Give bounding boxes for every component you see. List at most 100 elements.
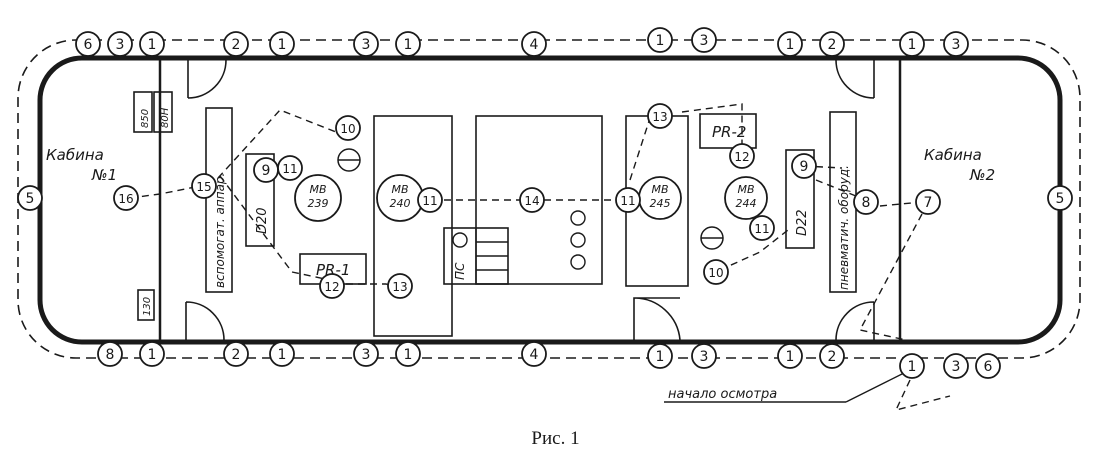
bottom-marker: 1 bbox=[269, 341, 295, 367]
figure-caption: Рис. 1 bbox=[531, 428, 580, 449]
inner-marker: 10 bbox=[335, 115, 361, 141]
inner-marker-label: 11 bbox=[754, 222, 769, 236]
inner-marker-label: 11 bbox=[620, 194, 635, 208]
equipment-blocks bbox=[133, 91, 857, 337]
inner-marker: 11 bbox=[749, 215, 775, 241]
inner-marker-label: 12 bbox=[324, 280, 339, 294]
side-marker: 5 bbox=[1047, 185, 1073, 211]
bottom-marker: 8 bbox=[97, 341, 123, 367]
mv-block-left bbox=[373, 115, 453, 337]
mv-units: МВ 239 МВ 240 МВ 245 МВ 244 bbox=[294, 174, 768, 222]
bottom-marker-label: 2 bbox=[828, 349, 837, 365]
top-marker: 1 bbox=[899, 31, 925, 57]
top-marker-label: 1 bbox=[786, 37, 795, 53]
block-130 bbox=[137, 289, 155, 321]
bottom-marker-label: 2 bbox=[232, 347, 241, 363]
bottom-marker-label: 1 bbox=[148, 347, 157, 363]
top-marker: 3 bbox=[691, 27, 717, 53]
cabin-2-title: Кабина bbox=[924, 146, 982, 164]
ps-label: ПС bbox=[453, 262, 467, 280]
inner-marker: 14 bbox=[519, 187, 545, 213]
inner-marker-label: 11 bbox=[282, 162, 297, 176]
mv-240: МВ 240 bbox=[376, 174, 424, 222]
top-marker-label: 2 bbox=[828, 37, 837, 53]
bottom-marker-label: 3 bbox=[952, 359, 961, 375]
top-marker-label: 3 bbox=[700, 33, 709, 49]
top-marker-label: 6 bbox=[84, 37, 93, 53]
inner-marker-label: 13 bbox=[392, 280, 407, 294]
inner-marker: 16 bbox=[113, 185, 139, 211]
inner-marker-label: 7 bbox=[924, 195, 933, 211]
top-marker-label: 1 bbox=[404, 37, 413, 53]
top-marker: 1 bbox=[777, 31, 803, 57]
bottom-marker: 1 bbox=[777, 343, 803, 369]
bottom-marker: 1 bbox=[395, 341, 421, 367]
top-marker: 3 bbox=[353, 31, 379, 57]
inner-marker: 8 bbox=[853, 189, 879, 215]
pr1-label: PR-1 bbox=[316, 261, 350, 279]
top-marker-label: 3 bbox=[952, 37, 961, 53]
bottom-marker-label: 1 bbox=[404, 347, 413, 363]
bottom-marker-label: 1 bbox=[908, 359, 917, 375]
bottom-marker: 1 bbox=[647, 343, 673, 369]
inner-marker-label: 15 bbox=[196, 180, 211, 194]
start-label-leader bbox=[845, 369, 911, 403]
inner-marker-label: 12 bbox=[734, 150, 749, 164]
top-marker-label: 1 bbox=[148, 37, 157, 53]
svg-text:МВ: МВ bbox=[737, 183, 754, 196]
d20-block bbox=[245, 153, 275, 247]
mv-245: МВ 245 bbox=[638, 176, 682, 220]
tank-symbols bbox=[337, 148, 724, 250]
inner-marker-label: 11 bbox=[422, 194, 437, 208]
side-marker: 5 bbox=[17, 185, 43, 211]
inner-marker: 9 bbox=[791, 153, 817, 179]
bottom-marker-label: 3 bbox=[362, 347, 371, 363]
bottom-marker: 3 bbox=[943, 353, 969, 379]
top-marker: 6 bbox=[75, 31, 101, 57]
top-marker-label: 1 bbox=[278, 37, 287, 53]
bottom-marker: 1 bbox=[139, 341, 165, 367]
top-marker-label: 1 bbox=[908, 37, 917, 53]
pr2-block bbox=[699, 113, 757, 149]
bottom-marker: 2 bbox=[819, 343, 845, 369]
d20-label: D20 bbox=[255, 207, 270, 234]
svg-text:244: 244 bbox=[736, 197, 757, 210]
bottom-marker: 1 bbox=[899, 353, 925, 379]
aux-apparatus-label: вспомогат. аппар. bbox=[213, 173, 227, 288]
side-marker-label: 5 bbox=[1056, 191, 1065, 207]
inner-marker-label: 8 bbox=[862, 195, 871, 211]
top-marker: 4 bbox=[521, 31, 547, 57]
mv-239: МВ 239 bbox=[294, 174, 342, 222]
top-marker-label: 2 bbox=[232, 37, 241, 53]
inner-marker: 11 bbox=[615, 187, 641, 213]
top-marker-label: 1 bbox=[656, 33, 665, 49]
inner-marker-label: 9 bbox=[262, 163, 271, 179]
inner-marker: 15 bbox=[191, 173, 217, 199]
cabin-1-title: Кабина bbox=[46, 146, 104, 164]
bottom-marker: 2 bbox=[223, 341, 249, 367]
d22-block bbox=[785, 149, 815, 249]
svg-text:245: 245 bbox=[650, 197, 671, 210]
aux-apparatus-block bbox=[205, 107, 233, 293]
bottom-marker: 3 bbox=[691, 343, 717, 369]
bottom-marker-label: 1 bbox=[278, 347, 287, 363]
inner-marker-label: 10 bbox=[340, 122, 355, 136]
inner-marker: 13 bbox=[387, 273, 413, 299]
d22-label: D22 bbox=[795, 209, 810, 236]
inner-marker: 11 bbox=[417, 187, 443, 213]
pneumatic-equipment-label: пневматич. оборуд. bbox=[837, 165, 851, 290]
top-marker: 3 bbox=[943, 31, 969, 57]
block-130-label: 130 bbox=[142, 297, 153, 316]
ps-block-detail bbox=[452, 210, 586, 284]
door-arcs bbox=[185, 59, 875, 341]
inner-marker-label: 16 bbox=[118, 192, 133, 206]
svg-text:МВ: МВ bbox=[651, 183, 668, 196]
inner-marker-label: 9 bbox=[800, 159, 809, 175]
pr2-label: PR-2 bbox=[712, 123, 746, 141]
top-marker: 1 bbox=[269, 31, 295, 57]
svg-text:239: 239 bbox=[308, 197, 329, 210]
